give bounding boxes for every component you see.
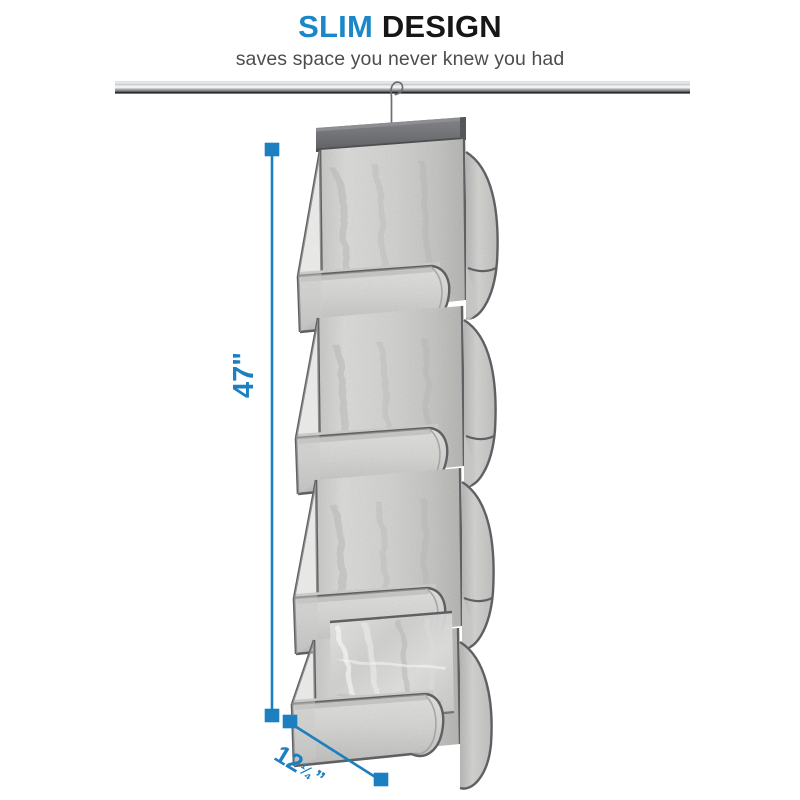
- tier-4: [290, 610, 493, 790]
- side-pocket-2: [463, 318, 497, 488]
- side-pocket-4: [459, 640, 493, 790]
- hanger-hook-icon: [390, 81, 404, 125]
- tier-2: [294, 305, 497, 496]
- tier-1: [296, 138, 499, 334]
- height-dimension-line: [264, 142, 280, 723]
- page-subtitle: saves space you never knew you had: [235, 47, 565, 70]
- width-dimension-line: [282, 714, 389, 787]
- height-dimension-label: 47": [228, 351, 260, 398]
- page-title: SLIM DESIGN: [0, 0, 800, 44]
- page-title-accent: SLIM: [298, 9, 373, 44]
- side-pocket-1: [465, 150, 499, 320]
- side-pocket-3: [461, 480, 495, 650]
- page-title-rest: DESIGN: [381, 9, 502, 44]
- header-block: SLIM DESIGN saves space you never knew y…: [0, 0, 800, 71]
